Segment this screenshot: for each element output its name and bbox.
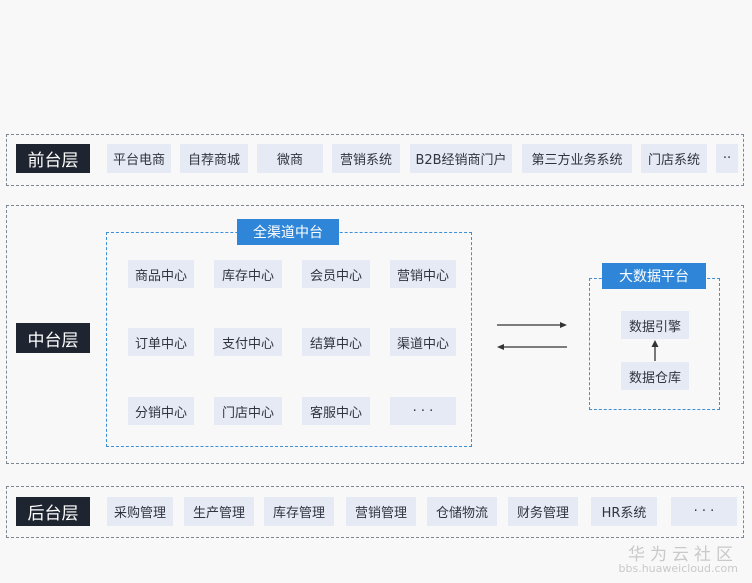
front-item-self-mall: 自荐商城 — [180, 144, 248, 173]
back-item-procurement: 采购管理 — [107, 497, 173, 526]
watermark-url: bbs.huaweicloud.com — [618, 562, 738, 575]
center-payment: 支付中心 — [214, 328, 282, 356]
center-settlement: 结算中心 — [302, 328, 370, 356]
center-member: 会员中心 — [302, 260, 370, 288]
center-distribution: 分销中心 — [128, 397, 194, 425]
front-layer — [6, 134, 744, 186]
watermark-title: 华为云社区 — [628, 545, 738, 565]
front-item-wechat-business: 微商 — [257, 144, 323, 173]
front-item-store-system: 门店系统 — [641, 144, 707, 173]
center-more: · · · — [390, 397, 456, 425]
front-item-third-party: 第三方业务系统 — [522, 144, 632, 173]
front-item-marketing-system: 营销系统 — [332, 144, 400, 173]
middle-layer-label: 中台层 — [16, 323, 90, 353]
center-marketing: 营销中心 — [390, 260, 456, 288]
back-layer-label: 后台层 — [16, 497, 90, 526]
back-item-more: · · · — [671, 497, 737, 526]
center-customer-service: 客服中心 — [302, 397, 370, 425]
center-order: 订单中心 — [128, 328, 194, 356]
back-item-production: 生产管理 — [184, 497, 254, 526]
back-item-hr: HR系统 — [591, 497, 657, 526]
front-item-b2b-portal: B2B经销商门户 — [410, 144, 512, 173]
back-item-marketing: 营销管理 — [346, 497, 416, 526]
front-layer-label: 前台层 — [16, 144, 90, 173]
center-inventory: 库存中心 — [214, 260, 282, 288]
back-layer — [6, 486, 744, 538]
middle-layer — [6, 205, 744, 464]
center-product: 商品中心 — [128, 260, 194, 288]
data-engine: 数据引擎 — [621, 311, 689, 339]
back-item-inventory: 库存管理 — [264, 497, 334, 526]
data-warehouse: 数据仓库 — [621, 362, 689, 390]
back-item-logistics: 仓储物流 — [427, 497, 497, 526]
bidirectional-arrows — [497, 322, 567, 350]
front-item-more: ·· — [716, 144, 738, 173]
up-arrow — [651, 340, 659, 361]
center-channel: 渠道中心 — [390, 328, 456, 356]
center-store: 门店中心 — [214, 397, 282, 425]
omni-channel-title: 全渠道中台 — [237, 219, 339, 245]
big-data-title: 大数据平台 — [602, 263, 706, 289]
front-item-platform-ecommerce: 平台电商 — [107, 144, 171, 173]
back-item-finance: 财务管理 — [508, 497, 578, 526]
